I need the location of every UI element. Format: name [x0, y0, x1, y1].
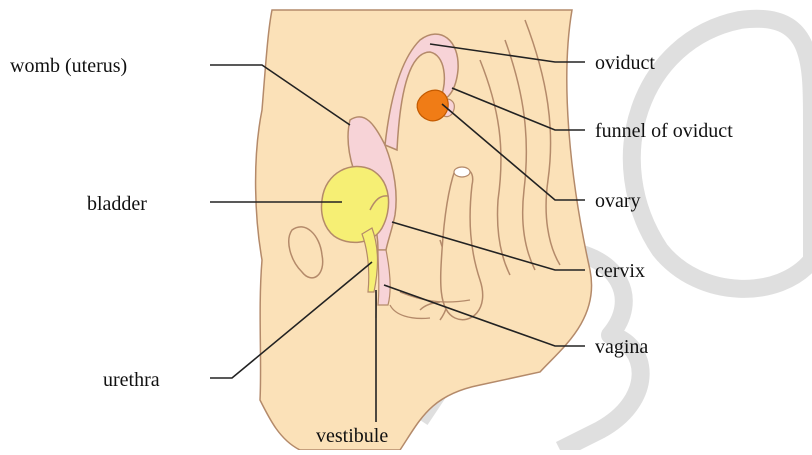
label-vestibule: vestibule [316, 425, 388, 447]
label-womb: womb (uterus) [10, 55, 127, 77]
bladder [322, 167, 389, 243]
label-cervix: cervix [595, 260, 645, 282]
label-oviduct: oviduct [595, 52, 655, 74]
label-urethra: urethra [103, 369, 160, 391]
label-ovary: ovary [595, 190, 641, 212]
rectum-opening [454, 167, 470, 177]
label-vagina: vagina [595, 336, 648, 358]
label-funnel: funnel of oviduct [595, 120, 733, 142]
label-bladder: bladder [87, 193, 147, 215]
